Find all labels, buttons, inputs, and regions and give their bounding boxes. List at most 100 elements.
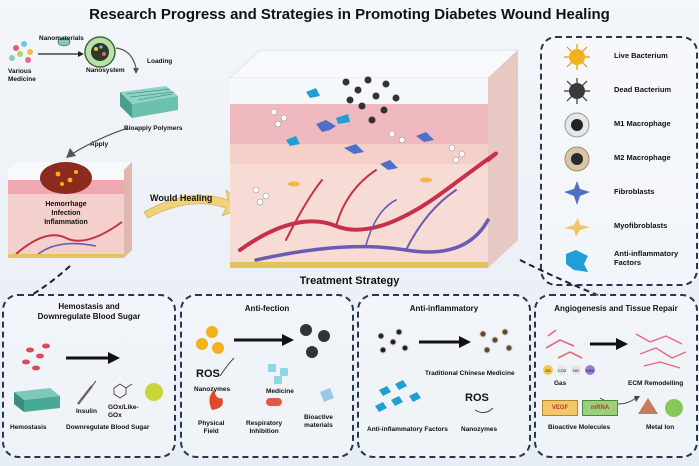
connector-lines [29,259,601,297]
wounded-skin-block [8,162,132,258]
hemostasis-illustration [14,343,163,412]
red-blood-cells-icon [22,343,50,371]
live-bacterium-icon [564,44,590,70]
gas-no-text: NO [573,368,579,373]
m2-macrophage-icon [564,146,590,172]
legend-item-myofibroblasts: Myofibroblasts [542,210,692,246]
insulin-syringe-icon [77,380,97,405]
anti-inflammatory-factors-label: Anti-inflammatory Factors [367,426,448,433]
panel-antifection-title: Anti-fection [244,304,290,313]
anti-inflammatory-factors [286,88,350,146]
metal-ion-label: Metal Ion [646,424,675,431]
legend-panel: Live Bacterium Dead Bacterium M1 Macroph… [540,36,698,286]
wound-labels: Hemorrhage Infection Inflammation [8,200,124,227]
vessel-sprouts-icon [545,329,583,359]
legend-label: Anti-inflammatory Factors [614,249,679,267]
various-medicine-label: Various Medicine [8,68,36,83]
antifection-ros-label: ROS [196,368,220,380]
loading-label: Loading [147,58,173,65]
antifection-illustration [196,324,334,410]
respiratory-inhibition-label: Respiratory Inhibition [246,420,283,435]
bioapply-polymers-label: Bioapply Polymers [124,125,183,132]
panel-antiinflammatory-title: Anti-inflammatory [409,304,479,313]
medicine-capsules-icon [268,364,288,384]
m2-macrophages-icon [479,328,513,354]
nanosystem-label: Nanosystem [86,67,125,74]
anti-inflammatory-factor-icon [566,250,588,272]
gas-h2s-text: H2S [586,368,594,373]
panel-antifection: Anti-fection ROS Nanozymes Medicine Phys… [180,294,354,458]
fibroblast-icon [564,181,590,205]
legend-item-m2-macrophage: M2 Macrophage [542,142,692,178]
medicine-dots-icon [9,41,33,63]
gox-molecule-icon [113,383,133,399]
dead-bacteria-icon [300,324,330,358]
antifection-medicine-label: Medicine [266,388,294,395]
panel-angiogenesis: Angiogenesis and Tissue Repair O2 CO2 NO… [534,294,698,458]
tcm-label: Traditional Chinese Medicine [425,370,515,377]
metal-ion-icon [638,398,683,417]
hemostasis-block-icon [14,388,60,412]
bioactive-material-icon [320,388,334,402]
ecm-remodelling-label: ECM Remodelling [628,380,684,387]
myofibroblast-cells [288,177,432,187]
legend-label: Live Bacterium [614,51,668,60]
antiinflammatory-illustration [375,328,513,414]
dead-bacterium-icon [564,78,590,104]
flame-icon [209,390,223,410]
bioactive-molecules-label: Bioactive Molecules [548,424,611,431]
mrna-badge: mRNA [582,400,618,416]
apply-arrow-icon [66,127,129,158]
wound-label-inflammation: Inflammation [44,219,88,226]
antifection-nanozymes-label: Nanozymes [194,386,231,393]
drug-loading-illustration [9,36,139,74]
panel-angiogenesis-title: Angiogenesis and Tissue Repair [554,304,678,313]
legend-item-m1-macrophage: M1 Macrophage [542,108,692,144]
m1-macrophage-icon [564,112,590,138]
polymer-block-icon [120,86,178,118]
panel-hemostasis-title: Hemostasis and Downregulate Blood Sugar [37,302,141,321]
treatment-strategy-heading: Treatment Strategy [299,275,400,287]
legend-label: Dead Bacterium [614,85,672,94]
respiratory-inhibition-icon [266,398,282,406]
insulin-label: Insulin [76,408,97,415]
panel-hemostasis: Hemostasis and Downregulate Blood Sugar [2,294,176,458]
legend-label: Myofibroblasts [614,221,668,230]
fibroblast-cells [316,120,434,170]
hemostasis-label: Hemostasis [10,424,47,431]
gas-label: Gas [554,380,567,387]
gox-label: GOx/Like- GOx [108,404,139,419]
anti-inflammatory-factors-icon [375,380,421,412]
vegf-badge: VEGF [542,400,578,416]
antiinflammatory-ros-label: ROS [465,392,489,404]
healing-skin-block [228,49,520,268]
gas-o2-text: O2 [545,368,551,373]
antiinflammatory-nanozymes-label: Nanozymes [461,426,498,433]
legend-label: Fibroblasts [614,187,655,196]
downregulate-blood-sugar-label: Downregulate Blood Sugar [66,424,150,431]
live-bacteria-icon [196,326,224,354]
myofibroblast-icon [564,218,590,237]
legend-item-dead-bacterium: Dead Bacterium [542,74,692,110]
legend-label: M1 Macrophage [614,119,671,128]
nanomaterials-label: Nanomaterials [39,35,84,42]
gas-molecules-icon [543,365,595,375]
legend-item-fibroblasts: Fibroblasts [542,176,692,212]
dead-bacteria-cluster [342,76,400,124]
bioactive-materials-label: Bioactive materials [304,414,333,429]
regenerated-vessels-icon [635,333,687,369]
nanosystem-icon [84,36,116,68]
apply-label: Apply [90,141,109,148]
wound-label-infection: Infection [51,210,81,217]
gas-co2-text: CO2 [558,368,567,373]
figure-title: Research Progress and Strategies in Prom… [89,6,610,23]
legend-item-anti-inflammatory-factors: Anti-inflammatory Factors [542,244,692,280]
legend-item-live-bacterium: Live Bacterium [542,40,692,76]
physical-field-label: Physical Field [198,420,225,435]
metal-nanoparticle-icon [145,383,163,401]
m1-macrophages-icon [377,328,409,354]
wound-label-hemorrhage: Hemorrhage [45,201,87,208]
blood-vessels [238,151,498,262]
panel-antiinflammatory: Anti-inflammatory Traditional Chinese Me… [357,294,531,458]
